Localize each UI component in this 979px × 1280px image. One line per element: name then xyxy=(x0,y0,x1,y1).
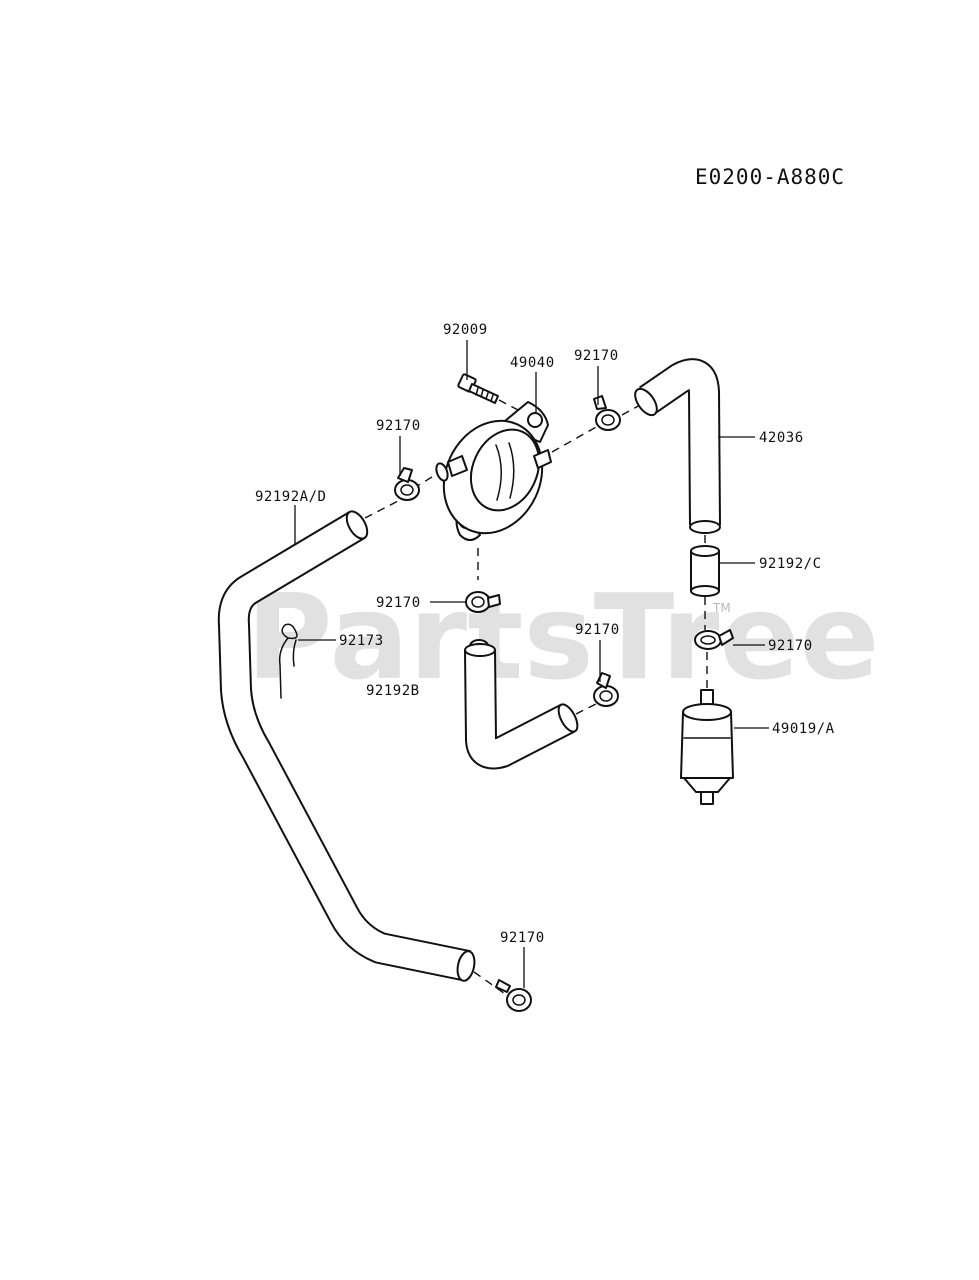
fuel-filter-49019-a[interactable] xyxy=(680,689,734,805)
diagram-code: E0200-A880C xyxy=(695,165,845,189)
label-92173: 92173 xyxy=(339,633,384,649)
clamp-92170-left[interactable] xyxy=(394,467,420,501)
label-92192-c: 92192/C xyxy=(759,556,822,572)
watermark-tm: TM xyxy=(712,601,731,615)
label-49040: 49040 xyxy=(510,355,555,371)
label-92170-top-right: 92170 xyxy=(574,348,619,364)
hose-92192a-d[interactable] xyxy=(217,508,477,982)
leader-lines xyxy=(294,340,769,988)
label-92192a-d: 92192A/D xyxy=(255,489,326,505)
connect-line xyxy=(621,404,641,416)
clamp-92170-right[interactable] xyxy=(694,629,734,650)
watermark-text: PartsTree xyxy=(246,568,880,706)
label-92170-left: 92170 xyxy=(376,418,421,434)
label-92170-pump-bottom: 92170 xyxy=(376,595,421,611)
connect-line xyxy=(551,425,599,453)
clip-92173[interactable] xyxy=(278,623,298,699)
hose-42036[interactable] xyxy=(631,358,721,534)
bolt-92009[interactable] xyxy=(457,373,499,404)
clamp-92170-bottom[interactable] xyxy=(495,979,532,1012)
fuel-pump-49040[interactable] xyxy=(426,401,560,549)
hose-92192b[interactable] xyxy=(464,643,581,770)
label-42036: 42036 xyxy=(759,430,804,446)
clamp-92170-mid[interactable] xyxy=(593,672,619,707)
label-92170-bottom: 92170 xyxy=(500,930,545,946)
clamp-92170-top-right[interactable] xyxy=(593,395,621,431)
connect-line xyxy=(364,499,401,519)
clamp-92170-pump-bottom[interactable] xyxy=(465,591,501,613)
label-92170-right: 92170 xyxy=(768,638,813,654)
label-92009: 92009 xyxy=(443,322,488,338)
connect-line xyxy=(473,971,509,997)
label-92170-mid: 92170 xyxy=(575,622,620,638)
label-49019-a: 49019/A xyxy=(772,721,835,737)
connect-line xyxy=(498,399,519,411)
hose-92192-c[interactable] xyxy=(690,545,720,597)
connect-line xyxy=(575,703,597,715)
label-92192b: 92192B xyxy=(366,683,420,699)
